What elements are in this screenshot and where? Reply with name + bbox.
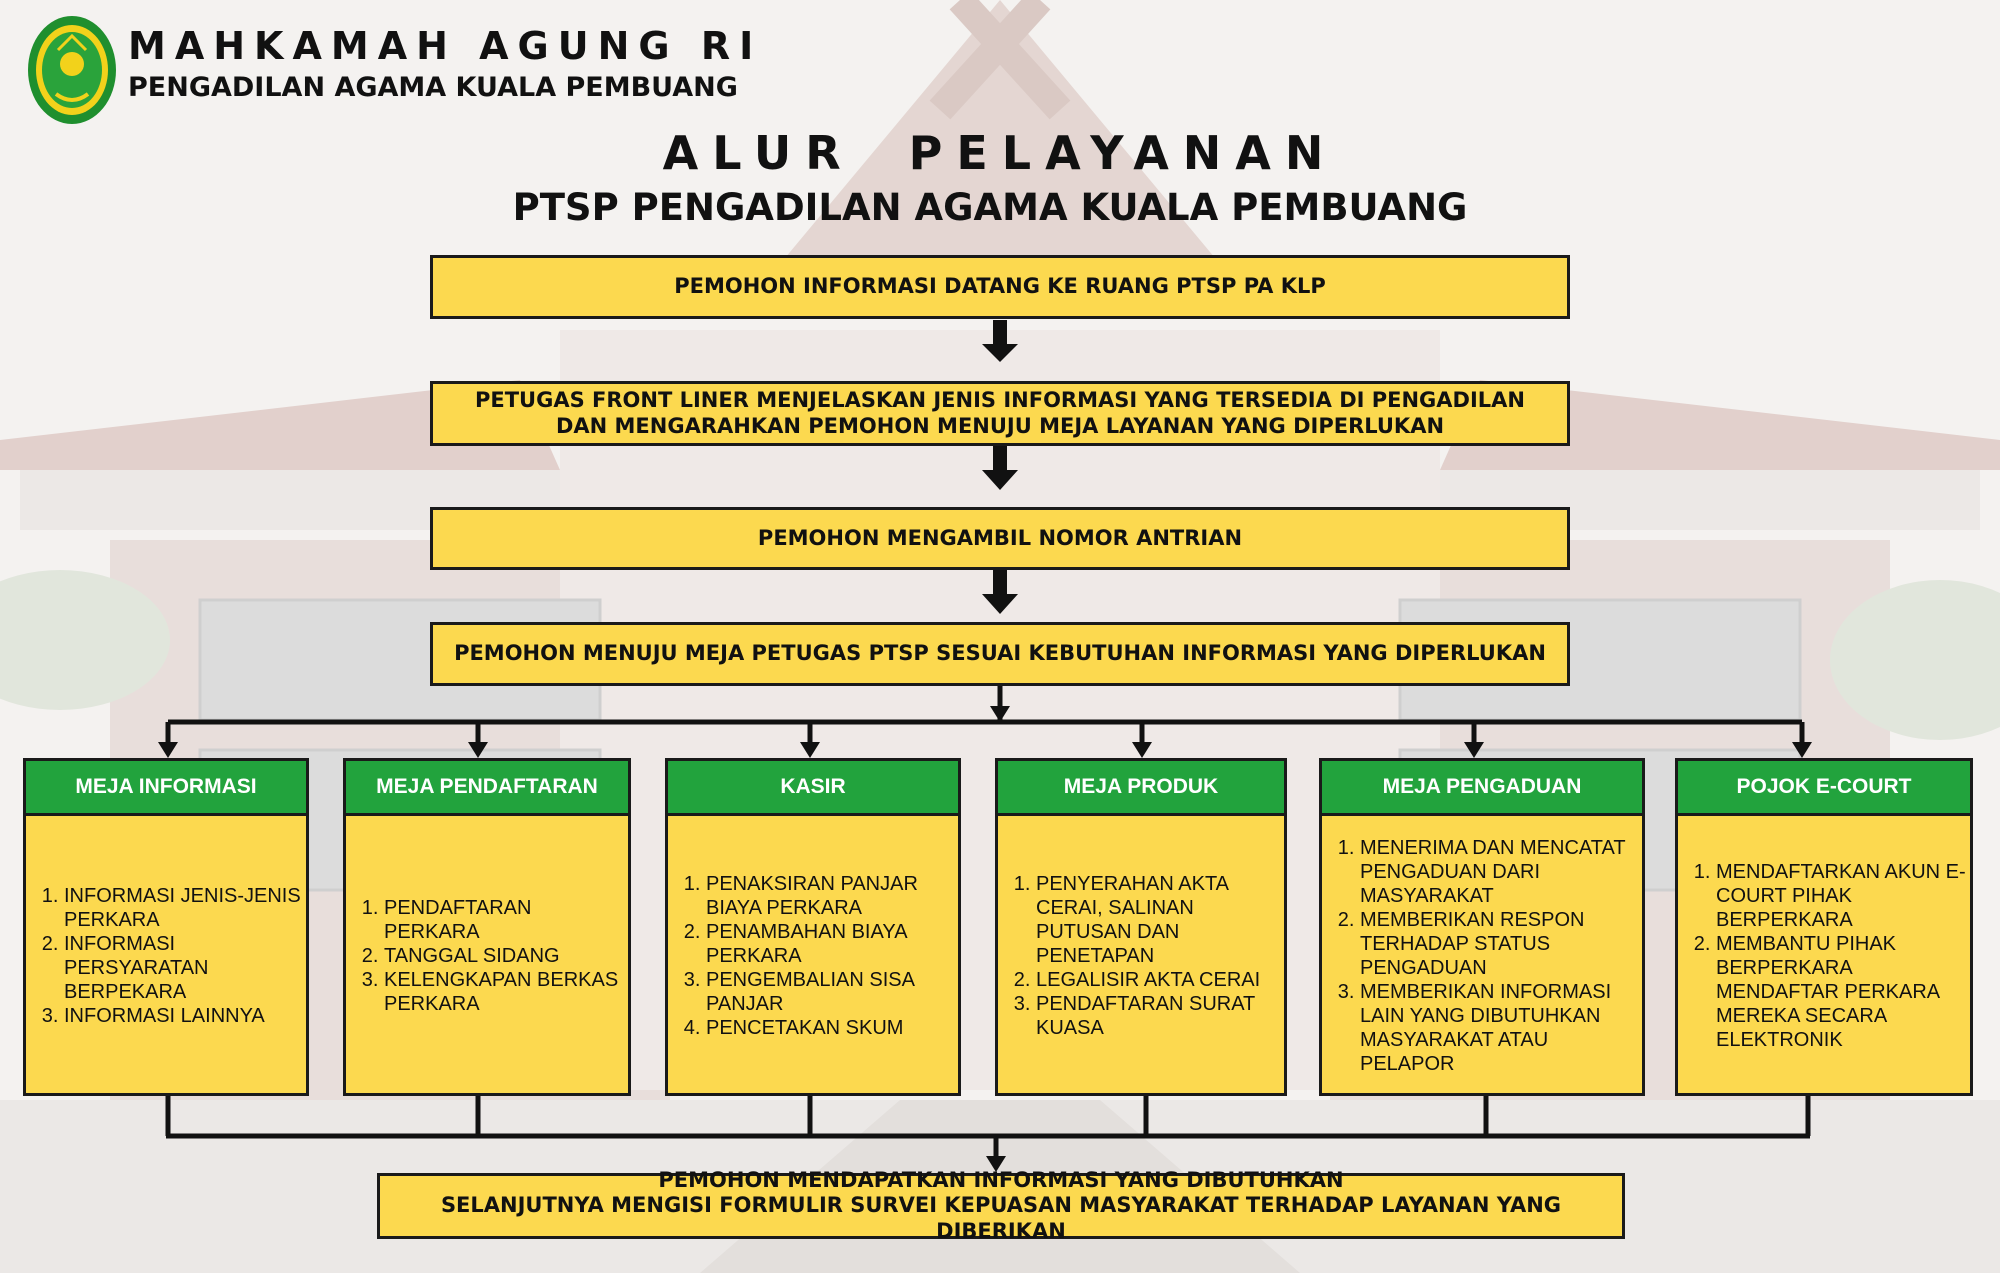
desk-item: LEGALISIR AKTA CERAI bbox=[1036, 968, 1280, 992]
desk-item: PENAKSIRAN PANJAR BIAYA PERKARA bbox=[706, 872, 954, 920]
desk-item: PENDAFTARAN PERKARA bbox=[384, 896, 624, 944]
desk-item: PENAMBAHAN BIAYA PERKARA bbox=[706, 920, 954, 968]
desk-item: INFORMASI LAINNYA bbox=[64, 1004, 302, 1028]
final-line-1: PEMOHON MENDAPATKAN INFORMASI YANG DIBUT… bbox=[658, 1168, 1343, 1193]
desk-pojok-e-court: POJOK E-COURT MENDAFTARKAN AKUN E-COURT … bbox=[1675, 758, 1973, 1096]
desk-items: INFORMASI JENIS-JENIS PERKARA INFORMASI … bbox=[42, 884, 302, 1028]
desk-item: MEMBANTU PIHAK BERPERKARA MENDAFTAR PERK… bbox=[1716, 932, 1966, 1052]
step-box-4: PEMOHON MENUJU MEJA PETUGAS PTSP SESUAI … bbox=[430, 622, 1570, 686]
desk-title: MEJA PRODUK bbox=[998, 761, 1284, 816]
desk-meja-produk: MEJA PRODUK PENYERAHAN AKTA CERAI, SALIN… bbox=[995, 758, 1287, 1096]
desk-item: MEMBERIKAN RESPON TERHADAP STATUS PENGAD… bbox=[1360, 908, 1638, 980]
desk-title: MEJA PENDAFTARAN bbox=[346, 761, 628, 816]
desk-item: PENCETAKAN SKUM bbox=[706, 1016, 954, 1040]
step-box-1: PEMOHON INFORMASI DATANG KE RUANG PTSP P… bbox=[430, 255, 1570, 319]
step-box-2: PETUGAS FRONT LINER MENJELASKAN JENIS IN… bbox=[430, 381, 1570, 446]
desk-item: TANGGAL SIDANG bbox=[384, 944, 624, 968]
desk-kasir: KASIR PENAKSIRAN PANJAR BIAYA PERKARA PE… bbox=[665, 758, 961, 1096]
desk-item: MENDAFTARKAN AKUN E-COURT PIHAK BERPERKA… bbox=[1716, 860, 1966, 932]
desk-title: KASIR bbox=[668, 761, 958, 816]
desk-items: PENAKSIRAN PANJAR BIAYA PERKARA PENAMBAH… bbox=[684, 872, 954, 1040]
desk-item: INFORMASI PERSYARATAN BERPEKARA bbox=[64, 932, 302, 1004]
desk-item: PENGEMBALIAN SISA PANJAR bbox=[706, 968, 954, 1016]
desk-item: PENYERAHAN AKTA CERAI, SALINAN PUTUSAN D… bbox=[1036, 872, 1280, 968]
desk-item: KELENGKAPAN BERKAS PERKARA bbox=[384, 968, 624, 1016]
desk-title: MEJA INFORMASI bbox=[26, 761, 306, 816]
desk-items: MENDAFTARKAN AKUN E-COURT PIHAK BERPERKA… bbox=[1694, 860, 1966, 1052]
desk-items: PENDAFTARAN PERKARA TANGGAL SIDANG KELEN… bbox=[362, 896, 624, 1016]
desk-title: MEJA PENGADUAN bbox=[1322, 761, 1642, 816]
desk-items: PENYERAHAN AKTA CERAI, SALINAN PUTUSAN D… bbox=[1014, 872, 1280, 1040]
desk-item: INFORMASI JENIS-JENIS PERKARA bbox=[64, 884, 302, 932]
desk-items: MENERIMA DAN MENCATAT PENGADUAN DARI MAS… bbox=[1338, 836, 1638, 1076]
desk-item: MEMBERIKAN INFORMASI LAIN YANG DIBUTUHKA… bbox=[1360, 980, 1638, 1076]
step-box-3: PEMOHON MENGAMBIL NOMOR ANTRIAN bbox=[430, 507, 1570, 570]
desk-title: POJOK E-COURT bbox=[1678, 761, 1970, 816]
desk-item: PENDAFTARAN SURAT KUASA bbox=[1036, 992, 1280, 1040]
desk-meja-pengaduan: MEJA PENGADUAN MENERIMA DAN MENCATAT PEN… bbox=[1319, 758, 1645, 1096]
final-step-box: PEMOHON MENDAPATKAN INFORMASI YANG DIBUT… bbox=[377, 1173, 1625, 1239]
final-line-2: SELANJUTNYA MENGISI FORMULIR SURVEI KEPU… bbox=[380, 1193, 1622, 1243]
desk-meja-pendaftaran: MEJA PENDAFTARAN PENDAFTARAN PERKARA TAN… bbox=[343, 758, 631, 1096]
desk-meja-informasi: MEJA INFORMASI INFORMASI JENIS-JENIS PER… bbox=[23, 758, 309, 1096]
desk-item: MENERIMA DAN MENCATAT PENGADUAN DARI MAS… bbox=[1360, 836, 1638, 908]
